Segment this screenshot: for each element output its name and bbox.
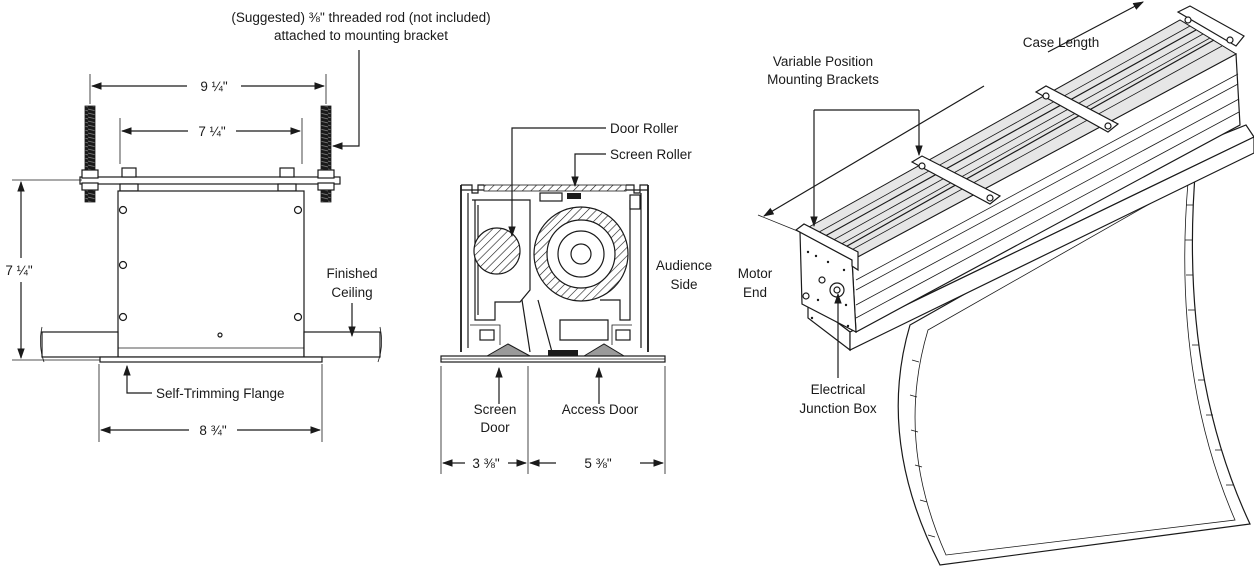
screen-door-line2: Door [480,420,510,435]
finished-ceiling-line1: Finished [326,266,377,281]
screen-fabric [897,161,1251,566]
dim-access-door: 5 ⅜" [584,456,612,471]
motor-end-line2: End [743,285,767,300]
isometric-view: Case Length Variable Position Mounting B… [738,1,1254,566]
end-view: 9 ¼" 7 ¼" 7 ¼" (Suggested) ⅜" threaded r… [5,10,491,442]
finished-ceiling-line2: Ceiling [331,285,372,300]
dim-outer-width: 9 ¼" [200,79,228,94]
case-end-outline [117,190,305,358]
mounting-bracket [79,176,341,185]
section-view: Door Roller Screen Roller Audience Side … [440,121,712,474]
case-length-label: Case Length [1023,35,1100,50]
ceiling-right [303,331,381,358]
dim-height: 7 ¼" [5,263,33,278]
dim-screen-door: 3 ⅜" [472,456,500,471]
rod-note-line1: (Suggested) ⅜" threaded rod (not include… [231,10,490,25]
brackets-line1: Variable Position [773,54,873,69]
self-trimming-flange [99,356,323,363]
dim-inner-width: 7 ¼" [198,124,226,139]
junction-line1: Electrical [811,382,866,397]
audience-side-line1: Audience [656,258,712,273]
mounting-bracket-2 [1034,85,1120,133]
junction-line2: Junction Box [799,401,877,416]
ceiling-left [41,331,119,358]
rod-note-line2: attached to mounting bracket [274,28,448,43]
door-roller [473,227,521,275]
access-door-label: Access Door [562,402,639,417]
motor-end-line1: Motor [738,266,773,281]
threaded-rod-left [84,105,96,203]
dim-flange-width: 8 ¾" [199,423,227,438]
audience-side-line2: Side [670,277,697,292]
brackets-line2: Mounting Brackets [767,72,879,87]
screen-roller-label: Screen Roller [610,147,692,162]
flange-label: Self-Trimming Flange [156,386,285,401]
mounting-bracket-1 [910,155,1002,205]
screen-door-line1: Screen [474,402,517,417]
door-roller-label: Door Roller [610,121,679,136]
threaded-rod-right [320,105,332,203]
